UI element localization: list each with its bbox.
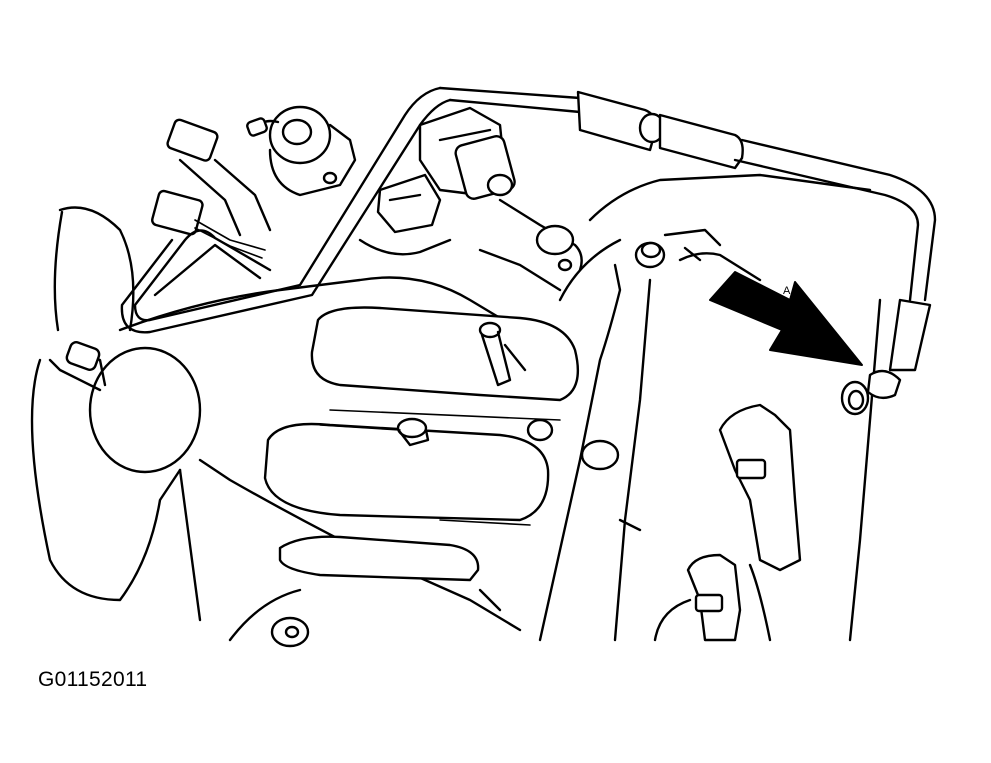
injector-connector [358,173,452,256]
callout-label: A [783,285,791,297]
fuel-rail [478,198,583,292]
intake-runner-lower [278,535,480,582]
support-bracket [439,518,642,612]
manifold-stud [270,616,310,648]
figure-code: G01152011 [38,668,148,691]
vacuum-solenoid [151,118,272,259]
manifold-bolt-lower [319,417,430,447]
head-bolt [634,228,722,269]
throttle-body-housing [30,206,202,602]
pcv-hose [120,86,937,416]
callout-arrow [709,271,863,366]
manifold-bolt-upper [478,321,527,387]
intake-runner-upper [310,306,580,421]
spark-plug-boot-lower [653,553,742,642]
engine-diagram: A [30,86,937,648]
intake-runner-middle [263,422,550,522]
cylinder-head [538,173,882,642]
spark-plug-boot-upper [718,403,802,642]
throttle-position-sensor [418,106,516,200]
manifold-boss [526,418,620,471]
egr-valve [246,105,357,197]
